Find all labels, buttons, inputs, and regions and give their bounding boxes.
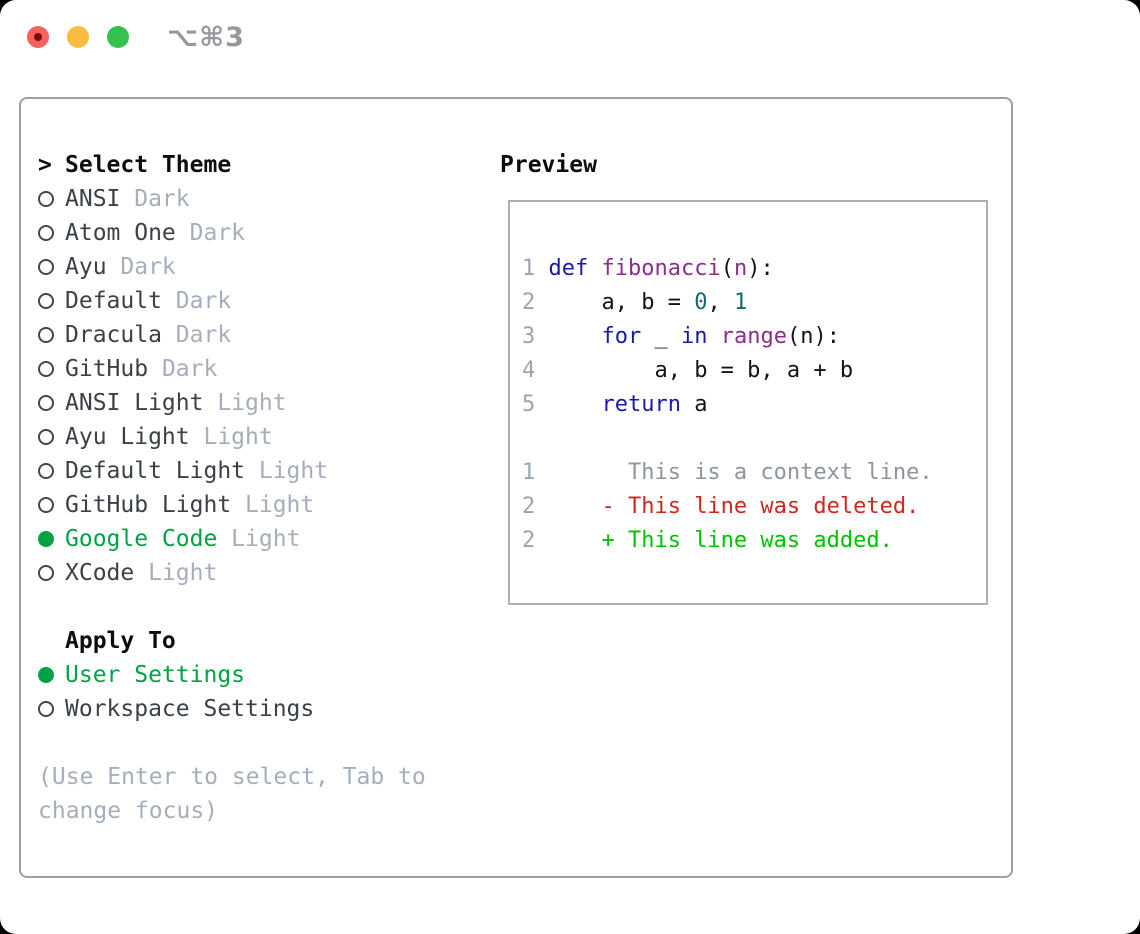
theme-option-atom-one[interactable]: Atom One Dark — [38, 216, 458, 250]
keyboard-shortcut-label: ⌥⌘3 — [167, 22, 245, 53]
zoom-button-icon[interactable] — [107, 26, 129, 48]
variant-label: Light — [217, 526, 301, 552]
preview-title: Preview — [500, 152, 597, 178]
radio-selected-icon — [38, 667, 65, 683]
radio-icon — [38, 225, 65, 241]
code-line: 5 return a — [522, 392, 708, 417]
select-theme-header: > Select Theme — [38, 148, 458, 182]
radio-icon — [38, 259, 65, 275]
radio-icon — [38, 463, 65, 479]
diff-line-context: 1 This is a context line. — [522, 456, 986, 490]
theme-option-ansi-light[interactable]: ANSI Light Light — [38, 386, 458, 420]
titlebar: ⌥⌘3 — [0, 0, 1140, 74]
code-line: 4 a, b = b, a + b — [522, 358, 854, 383]
option-label: Ayu — [65, 254, 107, 280]
radio-icon — [38, 497, 65, 513]
variant-label: Light — [134, 560, 218, 586]
radio-icon — [38, 701, 65, 717]
radio-icon — [38, 565, 65, 581]
apply-option-user-settings[interactable]: User Settings — [38, 658, 458, 692]
radio-icon — [38, 293, 65, 309]
line-number: 2 — [522, 290, 536, 315]
radio-icon — [38, 361, 65, 377]
option-label: Ayu Light — [65, 424, 190, 450]
option-label: XCode — [65, 560, 135, 586]
diff-line-deleted: 2 - This line was deleted. — [522, 490, 986, 524]
option-label: Dracula — [65, 322, 162, 348]
help-text: (Use Enter to select, Tab to change focu… — [38, 764, 426, 824]
code-line: 2 a, b = 0, 1 — [522, 290, 748, 315]
variant-label: Light — [203, 390, 287, 416]
option-label: GitHub Light — [65, 492, 232, 518]
code-line: 3 for _ in range(n): — [522, 324, 840, 349]
option-label: User Settings — [65, 662, 246, 688]
theme-option-dracula[interactable]: Dracula Dark — [38, 318, 458, 352]
theme-option-default-light[interactable]: Default Light Light — [38, 454, 458, 488]
spacer — [38, 590, 458, 624]
variant-label: Light — [245, 458, 329, 484]
minimize-button-icon[interactable] — [67, 26, 89, 48]
line-number: 2 — [522, 494, 536, 519]
apply-option-workspace-settings[interactable]: Workspace Settings — [38, 692, 458, 726]
option-label: Default — [65, 288, 162, 314]
variant-label: Dark — [120, 186, 190, 212]
line-number: 5 — [522, 392, 536, 417]
option-label: Google Code — [65, 526, 218, 552]
variant-label: Dark — [161, 322, 232, 348]
diff-text: This is a context line. — [535, 460, 933, 485]
line-number: 2 — [522, 528, 536, 553]
option-label: ANSI Light — [65, 390, 204, 416]
variant-label: Dark — [175, 220, 246, 246]
line-number: 1 — [522, 460, 536, 485]
option-label: Default Light — [65, 458, 246, 484]
radio-icon — [38, 395, 65, 411]
theme-option-ayu-light[interactable]: Ayu Light Light — [38, 420, 458, 454]
radio-selected-icon — [38, 531, 65, 547]
radio-icon — [38, 429, 65, 445]
variant-label: Light — [231, 492, 315, 518]
theme-option-google-code[interactable]: Google Code Light — [38, 522, 458, 556]
variant-label: Dark — [106, 254, 176, 280]
spacer — [522, 422, 986, 456]
variant-label: Dark — [148, 356, 218, 382]
close-button-icon[interactable] — [27, 26, 49, 48]
theme-option-default[interactable]: Default Dark — [38, 284, 458, 318]
focus-chevron-icon: > — [38, 152, 52, 178]
theme-option-xcode[interactable]: XCode Light — [38, 556, 458, 590]
diff-line-added: 2 + This line was added. — [522, 524, 986, 558]
variant-label: Dark — [161, 288, 232, 314]
line-number: 1 — [522, 256, 536, 281]
theme-option-ansi[interactable]: ANSI Dark — [38, 182, 458, 216]
theme-option-github-light[interactable]: GitHub Light Light — [38, 488, 458, 522]
theme-option-ayu[interactable]: Ayu Dark — [38, 250, 458, 284]
line-number: 3 — [522, 324, 536, 349]
variant-label: Light — [189, 424, 273, 450]
code-line: 1 def fibonacci(n): — [522, 256, 774, 281]
option-label: ANSI — [65, 186, 121, 212]
option-label: Workspace Settings — [65, 696, 315, 722]
diff-text: + This line was added. — [535, 528, 893, 553]
diff-text: - This line was deleted. — [535, 494, 920, 519]
radio-icon — [38, 327, 65, 343]
radio-icon — [38, 191, 65, 207]
option-label: GitHub — [65, 356, 149, 382]
select-theme-title: Select Theme — [65, 152, 232, 178]
close-dot-icon — [34, 33, 42, 41]
apply-to-title: Apply To — [65, 628, 176, 654]
preview-box: 1 def fibonacci(n): 2 a, b = 0, 1 3 for _ … — [508, 200, 988, 605]
line-number: 4 — [522, 358, 536, 383]
option-label: Atom One — [65, 220, 176, 246]
theme-option-github[interactable]: GitHub Dark — [38, 352, 458, 386]
